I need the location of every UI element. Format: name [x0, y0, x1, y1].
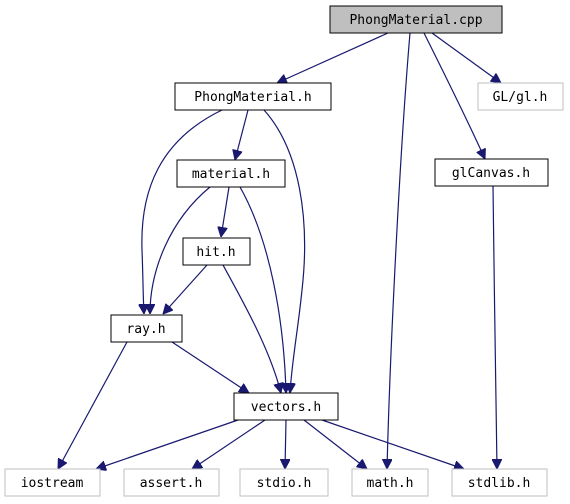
node-phongmaterial-cpp[interactable]: PhongMaterial.cpp [329, 5, 503, 34]
node-label: vectors.h [251, 400, 321, 415]
node-math-h[interactable]: math.h [351, 468, 429, 497]
edge-material-h-to-ray-h [150, 186, 211, 314]
node-label: glCanvas.h [452, 166, 530, 181]
node-ray-h[interactable]: ray.h [110, 314, 183, 343]
node-iostream[interactable]: iostream [4, 468, 101, 497]
node-glcanvas-h[interactable]: glCanvas.h [434, 158, 549, 187]
node-label: math.h [367, 476, 414, 491]
edge-phongmaterial-cpp-to-glcanvas-h [423, 32, 485, 159]
node-label: PhongMaterial.h [194, 90, 311, 105]
node-label: GL/gl.h [493, 90, 548, 105]
edge-glcanvas-h-to-stdlib-h [493, 185, 497, 469]
nodes: PhongMaterial.cpp PhongMaterial.h GL/gl.… [4, 5, 564, 497]
edge-hit-h-to-ray-h [163, 264, 208, 314]
edge-hit-h-to-vectors-h [222, 264, 281, 393]
edge-phongmaterial-cpp-to-math-h [387, 32, 411, 469]
edge-vectors-h-to-assert-h [192, 419, 266, 469]
edge-ray-h-to-iostream [58, 341, 128, 469]
node-hit-h[interactable]: hit.h [182, 237, 251, 266]
edge-phongmaterial-cpp-to-gl-gl-h [431, 32, 501, 83]
edge-material-h-to-vectors-h [239, 186, 286, 393]
node-label: stdlib.h [468, 476, 531, 491]
edge-vectors-h-to-stdio-h [285, 419, 286, 469]
node-stdlib-h[interactable]: stdlib.h [451, 468, 548, 497]
node-material-h[interactable]: material.h [176, 159, 286, 188]
node-label: material.h [192, 167, 270, 182]
edge-vectors-h-to-math-h [303, 419, 367, 469]
node-gl-gl-h[interactable]: GL/gl.h [477, 82, 564, 111]
edge-material-h-to-hit-h [221, 186, 230, 237]
node-label: assert.h [140, 476, 203, 491]
edge-phongmaterial-h-to-ray-h [142, 109, 223, 314]
node-vectors-h[interactable]: vectors.h [233, 392, 339, 421]
node-assert-h[interactable]: assert.h [123, 468, 220, 497]
node-stdio-h[interactable]: stdio.h [239, 468, 329, 497]
edge-phongmaterial-h-to-vectors-h [263, 109, 306, 393]
edge-phongmaterial-h-to-material-h [235, 109, 249, 160]
edge-phongmaterial-cpp-to-phongmaterial-h [277, 32, 389, 83]
edge-vectors-h-to-stdlib-h [321, 419, 464, 469]
edges [58, 32, 501, 469]
node-label: PhongMaterial.cpp [349, 13, 482, 28]
node-label: ray.h [126, 322, 165, 337]
edge-vectors-h-to-iostream [96, 419, 239, 469]
node-label: hit.h [196, 245, 235, 260]
node-label: iostream [21, 476, 84, 491]
edge-ray-h-to-vectors-h [171, 341, 249, 393]
node-label: stdio.h [257, 476, 312, 491]
node-phongmaterial-h[interactable]: PhongMaterial.h [174, 82, 332, 111]
